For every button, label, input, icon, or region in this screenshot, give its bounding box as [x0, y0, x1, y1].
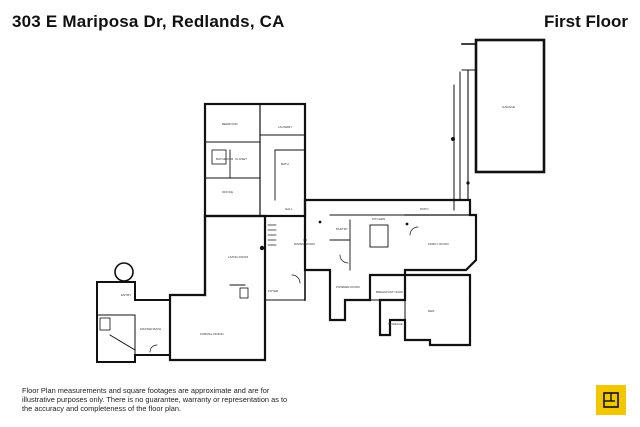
room-label: HALL: [285, 207, 293, 211]
room-label: FOYER: [268, 289, 279, 293]
room-label: CLOSET: [235, 157, 247, 161]
room-label: FAMILY ROOM: [428, 242, 449, 246]
room-label: KITCHEN: [372, 217, 385, 221]
room-label: STORAGE: [388, 322, 403, 326]
floorplan-logo-icon: [596, 385, 626, 415]
main-structure: [303, 198, 478, 322]
room-label: GARAGE: [502, 105, 515, 109]
left-wing-walls: [96, 262, 171, 363]
room-label: ENTRY: [121, 293, 131, 297]
room-label: DINING ROOM: [294, 242, 315, 246]
room-label: BEDROOM: [222, 122, 238, 126]
column-dots: [259, 137, 470, 251]
page-title: 303 E Mariposa Dr, Redlands, CA: [12, 12, 285, 31]
disclaimer-text: Floor Plan measurements and square foota…: [22, 386, 288, 414]
room-label: LAUNDRY: [278, 125, 292, 129]
room-label: POWDER ROOM: [336, 285, 360, 289]
room-label: MASTER BATH: [140, 327, 161, 331]
room-label: PATIO: [420, 207, 429, 211]
room-label: OFFICE: [222, 190, 233, 194]
room-label: DEN: [428, 309, 434, 313]
room-label: LIVING ROOM: [228, 255, 249, 259]
room-label: BATH: [281, 162, 289, 166]
room-label: BATHROOM: [216, 157, 234, 161]
room-label: PANTRY: [336, 227, 348, 231]
garage-walls: [453, 38, 546, 211]
details: [149, 224, 419, 353]
family-room-walls: [344, 273, 472, 347]
floor-name: First Floor: [543, 12, 628, 31]
room-label: BREAKFAST NOOK: [376, 290, 403, 294]
room-label: FORMAL DINING: [200, 332, 224, 336]
living-wing-walls: [168, 214, 306, 362]
